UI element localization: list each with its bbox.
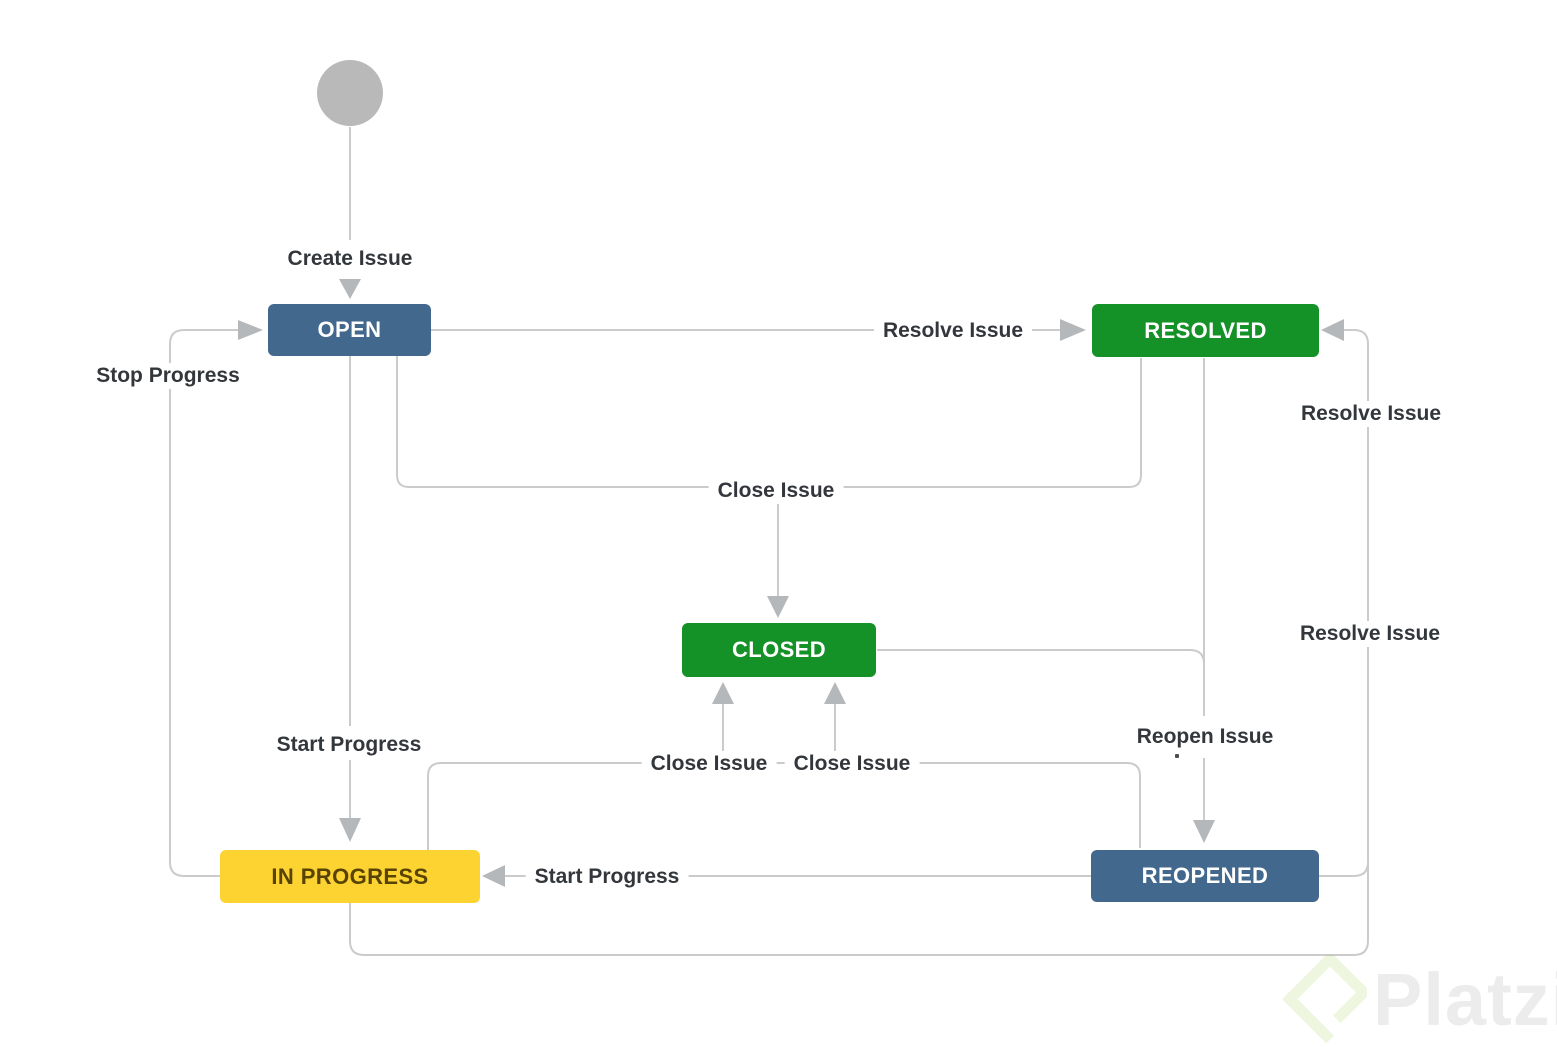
start-node[interactable] [317,60,383,126]
label-close-issue-merged: Close Issue [708,478,844,505]
label-start-progress-reopened: Start Progress [525,864,689,891]
label-resolve-issue-right-upper: Resolve Issue [1291,401,1451,428]
node-in-progress[interactable]: IN PROGRESS [220,850,480,903]
arrowhead-open-inprogress [339,818,361,842]
stray-dot [1175,754,1179,758]
edge-reopened-resolved-join [1319,855,1369,877]
label-start-progress-open: Start Progress [267,732,431,759]
watermark: Platzi [1283,955,1557,1045]
node-resolved[interactable]: RESOLVED [1092,304,1319,357]
node-in-progress-label: IN PROGRESS [271,863,429,889]
label-resolve-issue-top: Resolve Issue [873,318,1033,345]
label-reopen-issue: Reopen Issue [1127,724,1283,751]
arrowhead-reopened-inprogress [482,865,505,887]
node-closed-label: CLOSED [731,637,827,662]
edge-open-resolved-closed [396,356,1142,488]
arrowhead-open-resolved [1060,319,1086,341]
platzi-chevron-icon [1283,955,1367,1044]
arrowhead-closed-bottom-left [712,682,734,704]
arrowhead-to-closed-top [767,596,789,618]
arrowhead-to-reopened [1193,820,1215,843]
arrowhead-inprogress-open [238,320,263,340]
edge-closed-reopened [877,649,1205,665]
label-close-issue-reopened: Close Issue [784,751,920,778]
label-create-issue: Create Issue [278,246,422,273]
arrowhead-closed-bottom-right [824,682,846,704]
node-open-label: OPEN [317,317,382,342]
node-reopened-label: REOPENED [1141,863,1269,888]
edge-inprogress-open [169,329,238,877]
watermark-brand-text: Platzi [1373,958,1557,1041]
arrowhead-start-open [339,279,361,299]
edge-inprogress-reopened-closed [427,762,1141,850]
label-close-issue-inprogress: Close Issue [641,751,777,778]
node-open[interactable]: OPEN [268,304,431,356]
node-reopened[interactable]: REOPENED [1091,850,1319,902]
edge-inprogress-resolved [349,329,1369,956]
node-resolved-label: RESOLVED [1144,317,1267,343]
label-resolve-issue-right-lower: Resolve Issue [1290,621,1450,648]
node-closed[interactable]: CLOSED [682,623,876,677]
label-stop-progress: Stop Progress [87,363,249,390]
arrowhead-to-resolved-right [1321,319,1344,341]
